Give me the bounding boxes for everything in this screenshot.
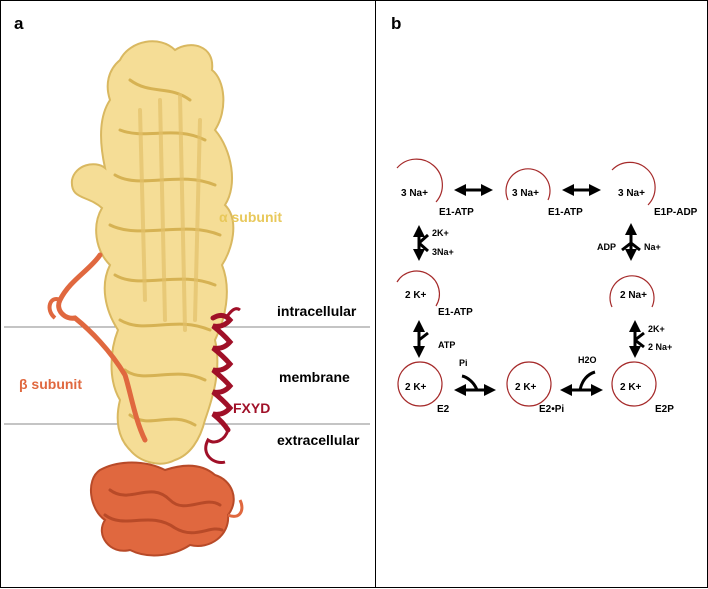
state-1-ion: 3 Na+ [401,188,428,199]
ring-s8 [396,270,440,307]
panel-b-letter: b [391,14,401,33]
beta-subunit-label: β subunit [19,376,82,392]
ring-s2 [505,168,551,201]
t1-bottom-label: 3Na+ [432,247,454,257]
state-4-ion: 2 Na+ [620,290,647,301]
alpha-subunit-structure [70,40,235,465]
extracellular-label: extracellular [277,432,360,448]
arrow-branch-t5 [461,374,479,391]
arrow-branch-t1 [418,233,429,253]
state-2-label: E1-ATP [548,207,583,218]
membrane-label: membrane [279,369,350,385]
ring-s6 [506,361,552,407]
ring-s4 [609,275,655,308]
ring-s3 [611,161,656,206]
arrow-branch-t3 [634,331,645,349]
state-5-label: E2P [655,404,674,415]
state-rings [396,158,657,407]
ring-s5 [611,361,657,407]
t6-label: ATP [438,340,455,350]
transition-arrows [413,184,645,396]
arrow-branch-t4 [578,370,596,391]
state-3-ion: 3 Na+ [618,188,645,199]
state-6-label: E2•Pi [539,404,564,415]
intracellular-label: intracellular [277,303,357,319]
alpha-subunit-label: α subunit [219,209,282,225]
beta-subunit-structure [47,252,244,557]
state-3-label: E1P-ADP [654,207,698,218]
ring-s7 [397,361,443,407]
t2-right-label: Na+ [644,242,661,252]
ring-s1 [396,158,443,203]
t3-bottom-label: 2 Na+ [648,342,672,352]
arrow-branch-t2 [621,241,641,252]
state-8-ion: 2 K+ [405,290,427,301]
t4-label: H2O [578,355,597,365]
t1-top-label: 2K+ [432,228,449,238]
state-7-label: E2 [437,404,450,415]
t5-label: Pi [459,358,468,368]
fxyd-label: FXYD [233,400,270,416]
arrow-branch-t6 [418,331,429,342]
t3-top-label: 2K+ [648,324,665,334]
fxyd-structure [204,307,241,465]
state-6-ion: 2 K+ [515,382,537,393]
state-2-ion: 3 Na+ [512,188,539,199]
state-1-label: E1-ATP [439,207,474,218]
panel-a-letter: a [14,14,24,33]
state-5-ion: 2 K+ [620,382,642,393]
t2-left-label: ADP [597,242,616,252]
state-8-label: E1-ATP [438,307,473,318]
state-7-ion: 2 K+ [405,382,427,393]
